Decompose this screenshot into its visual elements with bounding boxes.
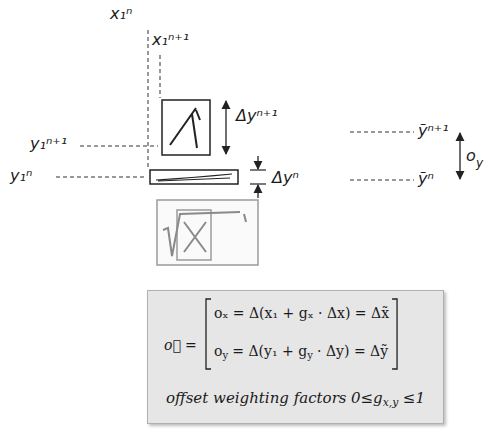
glyph-box	[162, 100, 210, 155]
x1n-guide	[148, 30, 149, 168]
glyph-box	[157, 200, 258, 265]
offset-arrow	[459, 133, 460, 179]
math-label: ỹⁿ	[418, 171, 434, 187]
formula-text: = Δ(y₁ + g	[232, 343, 307, 359]
formula-text: offset weighting factors	[166, 389, 346, 407]
x1n1-guide	[160, 55, 161, 98]
formula-text: ≤1	[403, 389, 425, 407]
y1n-guide	[56, 177, 146, 178]
math-label: y₁ⁿ⁺¹	[30, 136, 67, 152]
formula-line: o⃗=	[164, 337, 197, 354]
y1n1-guide	[80, 146, 158, 147]
dimension-arrow	[257, 185, 258, 198]
formula-line: oy= Δ(y₁ + gy· Δy) = Δỹ	[214, 343, 388, 362]
math-label: x₁ⁿ⁺¹	[152, 32, 189, 48]
formula-line: offset weighting factors 0≤gx,y ≤1	[166, 389, 425, 410]
formula-line: oₓ = Δ(x₁ + gₓ · Δx) = Δx̃	[214, 305, 389, 322]
ytilde-n1-guide	[350, 132, 414, 133]
formula-text: oₓ = Δ(x₁ + gₓ · Δx) = Δx̃	[214, 305, 389, 321]
formula-text: =	[185, 337, 197, 353]
glyph-stroke	[163, 212, 246, 256]
math-label: y₁ⁿ	[10, 168, 32, 184]
formula-text: 0≤g	[351, 389, 383, 407]
math-label: o	[466, 148, 476, 164]
math-label: Δyⁿ⁺¹	[236, 108, 278, 124]
formula-text: y	[307, 350, 313, 361]
dimension-arrow	[257, 156, 258, 169]
math-label: Δyⁿ	[272, 170, 299, 186]
formula-text: x,y	[383, 396, 399, 409]
glyph-stroke	[170, 108, 200, 148]
math-label: x₁ⁿ	[110, 6, 132, 22]
formula-text: o	[214, 343, 222, 359]
formula-text: y	[222, 350, 228, 361]
ytilde-n-guide	[350, 180, 414, 181]
formula-text: · Δy) = Δỹ	[317, 343, 388, 359]
dimension-tick	[250, 183, 266, 184]
glyph-stroke	[156, 174, 232, 181]
dimension-arrow	[225, 101, 226, 154]
formula-text: o⃗	[164, 337, 181, 353]
math-label: y	[476, 157, 483, 169]
glyph-stroke	[184, 222, 206, 252]
glyph-box	[150, 170, 238, 184]
glyph-box	[177, 210, 211, 260]
math-label: ỹⁿ⁺¹	[418, 123, 449, 139]
formula-box: o⃗=oₓ = Δ(x₁ + gₓ · Δx) = Δx̃oy= Δ(y₁ + …	[147, 290, 444, 424]
dimension-tick	[250, 169, 266, 170]
matrix-bracket	[206, 299, 397, 369]
